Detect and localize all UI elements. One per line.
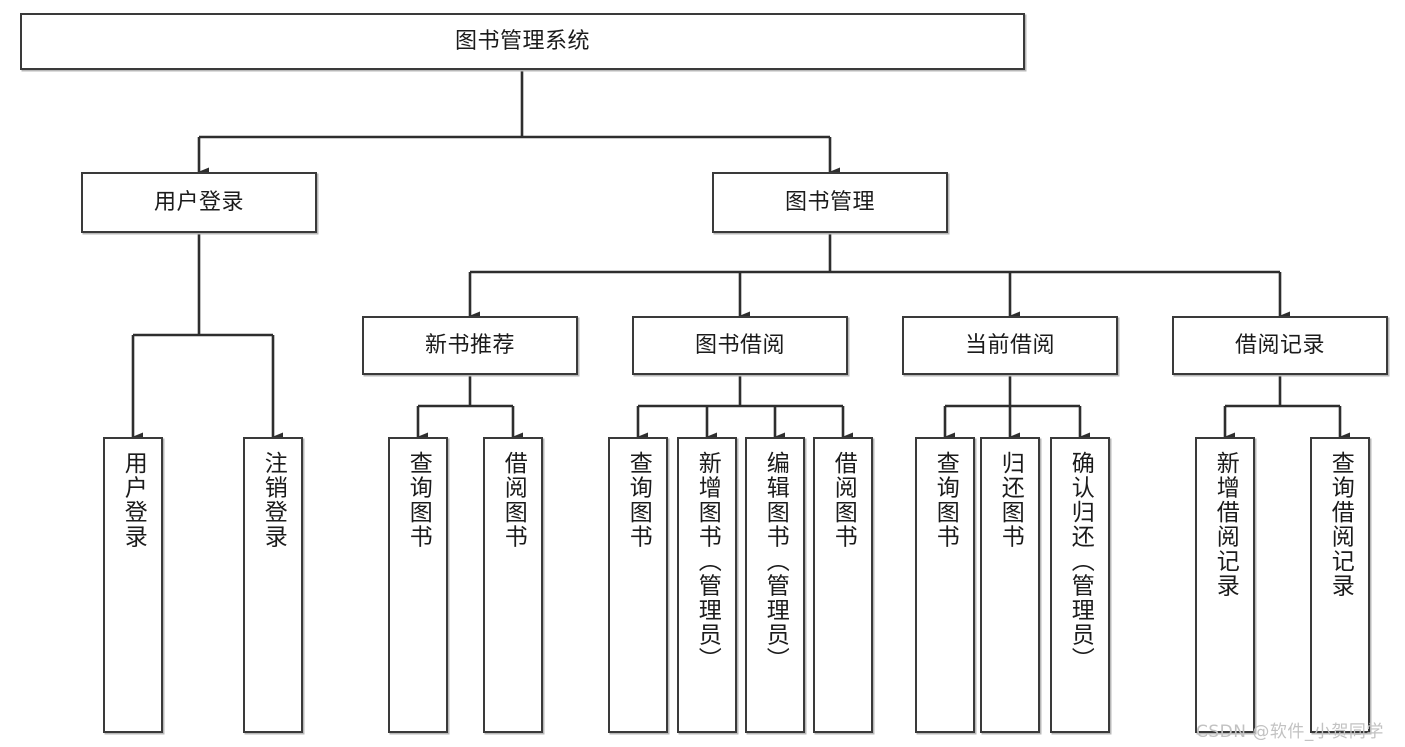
node-book-borrow[interactable]: 图书借阅 [632, 316, 848, 375]
node-leaf-borrow-book-1[interactable]: 借阅图书 [483, 437, 543, 733]
node-leaf-return-book-label: 归还图书 [997, 451, 1024, 549]
node-leaf-borrow-book-1-label: 借阅图书 [500, 451, 527, 549]
node-leaf-logout-login-label: 注销登录 [260, 451, 287, 549]
node-leaf-return-book[interactable]: 归还图书 [980, 437, 1040, 733]
node-leaf-confirm-return[interactable]: 确认归还（管理员） [1050, 437, 1110, 733]
node-user-login-label: 用户登录 [153, 189, 244, 215]
node-leaf-borrow-book-2-label: 借阅图书 [830, 451, 857, 549]
node-leaf-query-book-1-label: 查询图书 [405, 451, 432, 549]
node-current-borrow-label: 当前借阅 [964, 332, 1055, 358]
node-borrow-record-label: 借阅记录 [1234, 332, 1325, 358]
node-new-book-rec[interactable]: 新书推荐 [362, 316, 578, 375]
node-leaf-add-record-label: 新增借阅记录 [1212, 451, 1239, 598]
node-root-图书管理系统[interactable]: 图书管理系统 [20, 13, 1025, 70]
node-book-borrow-label: 图书借阅 [694, 332, 785, 358]
node-book-manage-label: 图书管理 [784, 189, 875, 215]
node-leaf-add-book[interactable]: 新增图书（管理员） [677, 437, 737, 733]
node-leaf-query-record[interactable]: 查询借阅记录 [1310, 437, 1370, 733]
node-leaf-query-record-label: 查询借阅记录 [1327, 451, 1354, 598]
node-leaf-query-book-3-label: 查询图书 [932, 451, 959, 549]
watermark: CSDN @软件_小贺同学 [1196, 722, 1384, 742]
node-leaf-user-login-label: 用户登录 [120, 451, 147, 549]
node-current-borrow[interactable]: 当前借阅 [902, 316, 1118, 375]
node-leaf-edit-book-label: 编辑图书（管理员） [762, 451, 789, 672]
node-leaf-query-book-2[interactable]: 查询图书 [608, 437, 668, 733]
node-leaf-add-record[interactable]: 新增借阅记录 [1195, 437, 1255, 733]
node-leaf-logout-login[interactable]: 注销登录 [243, 437, 303, 733]
node-new-book-rec-label: 新书推荐 [424, 332, 515, 358]
node-leaf-user-login[interactable]: 用户登录 [103, 437, 163, 733]
node-leaf-edit-book[interactable]: 编辑图书（管理员） [745, 437, 805, 733]
node-leaf-query-book-2-label: 查询图书 [625, 451, 652, 549]
node-borrow-record[interactable]: 借阅记录 [1172, 316, 1388, 375]
node-leaf-query-book-1[interactable]: 查询图书 [388, 437, 448, 733]
node-leaf-add-book-label: 新增图书（管理员） [694, 451, 721, 672]
node-leaf-confirm-return-label: 确认归还（管理员） [1067, 451, 1094, 672]
node-user-login[interactable]: 用户登录 [81, 172, 317, 233]
node-leaf-borrow-book-2[interactable]: 借阅图书 [813, 437, 873, 733]
node-root-图书管理系统-label: 图书管理系统 [454, 28, 590, 54]
node-book-manage[interactable]: 图书管理 [712, 172, 948, 233]
node-leaf-query-book-3[interactable]: 查询图书 [915, 437, 975, 733]
